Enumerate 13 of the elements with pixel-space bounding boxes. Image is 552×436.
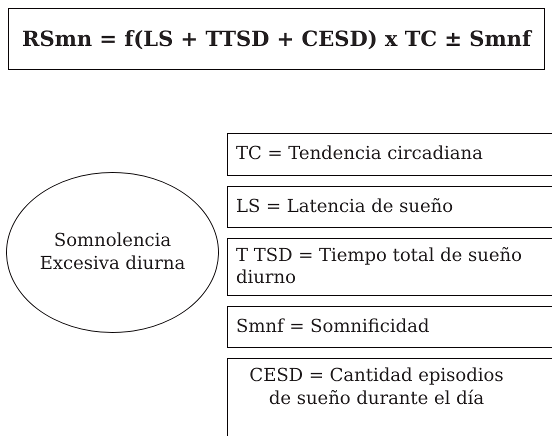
definition-text: CESD = Cantidad episodios de sueño durante el día	[248, 365, 505, 410]
definition-box	[227, 306, 552, 348]
formula-box	[8, 8, 545, 70]
concept-label: Somnolencia Excesiva diurna	[38, 230, 186, 275]
definition-text: LS = Latencia de sueño	[236, 196, 454, 218]
definition-text: TC = Tendencia circadiana	[236, 143, 484, 166]
definition-box	[227, 186, 552, 228]
definition-box	[227, 133, 552, 176]
definition-box	[227, 238, 552, 296]
definition-box	[227, 358, 552, 436]
definition-text: Smnf = Somnificidad	[236, 316, 430, 338]
formula-text: RSmn = f(LS + TTSD + CESD) x TC ± Smnf	[21, 26, 534, 52]
definition-text: T TSD = Tiempo total de sueño diurno	[236, 244, 523, 290]
